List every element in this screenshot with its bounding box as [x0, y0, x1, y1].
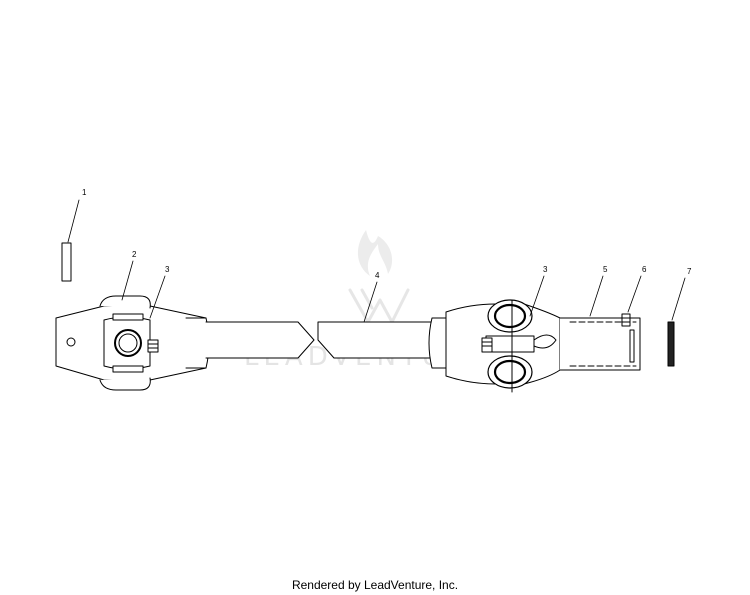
part-5-coupler	[559, 317, 641, 371]
part-6-screw	[621, 313, 635, 363]
callout-7: 7	[687, 267, 692, 276]
part-7-roll-pin	[667, 321, 675, 367]
part-4-tube	[205, 321, 433, 359]
footer-credit: Rendered by LeadVenture, Inc.	[291, 578, 459, 592]
callout-1: 1	[82, 188, 87, 197]
left-yoke	[55, 295, 210, 391]
callout-2: 2	[132, 250, 137, 259]
watermark-logo	[348, 230, 410, 324]
part-1-pin	[61, 242, 72, 282]
callout-3-left: 3	[165, 265, 170, 274]
callout-5: 5	[603, 265, 608, 274]
right-yoke	[428, 299, 561, 393]
callout-6: 6	[642, 265, 647, 274]
leader-lines	[67, 199, 686, 323]
callout-3-right: 3	[543, 265, 548, 274]
callout-4: 4	[375, 271, 380, 280]
